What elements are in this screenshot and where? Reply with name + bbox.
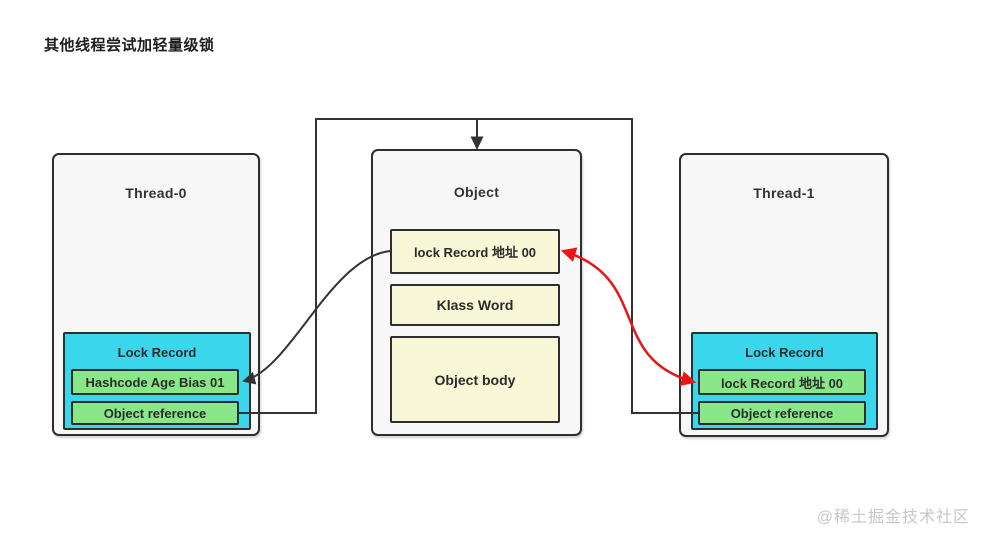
object-body-cell: Object body [390,336,560,423]
thread1-lock-record-title: Lock Record [745,345,824,360]
thread1-lock-record-addr-cell: lock Record 地址 00 [698,369,866,395]
thread1-title: Thread-1 [753,185,815,201]
thread0-hashcode-age-bias-cell: Hashcode Age Bias 01 [71,369,239,395]
thread1-lock-record-box: Lock Record lock Record 地址 00 Object ref… [691,332,878,430]
arrow-down-icon [470,136,484,150]
thread0-lock-record-box: Lock Record Hashcode Age Bias 01 Object … [63,332,251,430]
thread0-title: Thread-0 [125,185,187,201]
object-title: Object [453,184,500,200]
object-box: Object lock Record 地址 00 Klass Word Obje… [371,149,582,436]
object-klass-word-cell: Klass Word [390,284,560,326]
object-mark-word-cell: lock Record 地址 00 [390,229,560,274]
thread1-box: Thread-1 Lock Record lock Record 地址 00 O… [679,153,889,437]
thread1-object-reference-cell: Object reference [698,401,866,425]
mark-word-to-thread0-arrow [242,250,391,385]
watermark: @稀土掘金技术社区 [816,509,970,526]
page-title: 其他线程尝试加轻量级锁 [44,37,215,54]
thread0-box: Thread-0 Lock Record Hashcode Age Bias 0… [52,153,260,436]
thread1-cas-swap-arrow [560,247,697,386]
thread0-lock-record-title: Lock Record [117,345,197,360]
thread0-object-reference-cell: Object reference [71,401,239,425]
